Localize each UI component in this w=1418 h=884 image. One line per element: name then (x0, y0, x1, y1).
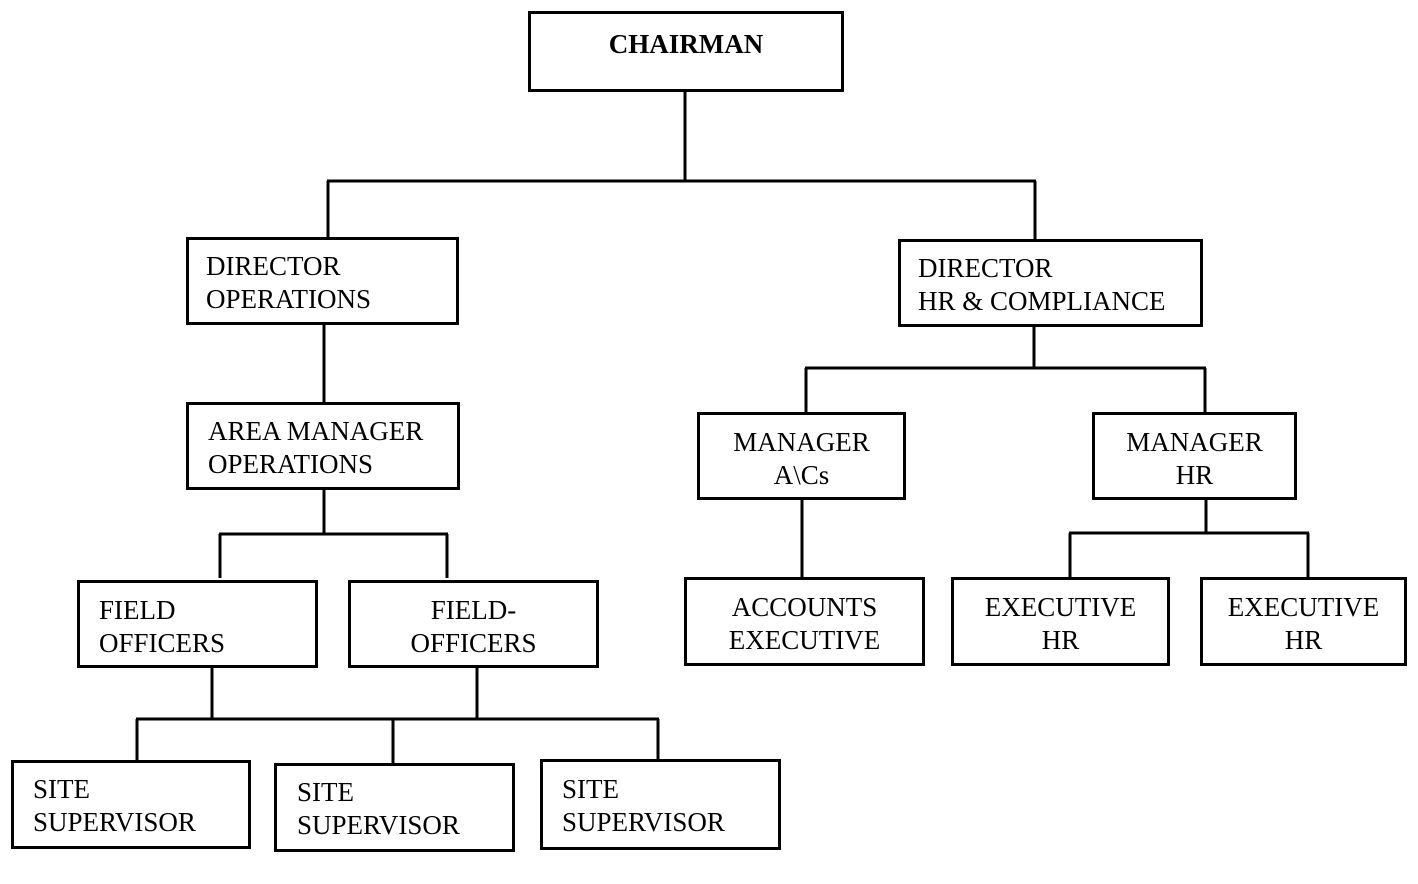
field-officers-box-1: FIELD OFFICERS (77, 580, 318, 668)
site-supervisor-2-line2: SUPERVISOR (297, 810, 460, 840)
director-operations-line2: OPERATIONS (206, 284, 372, 314)
manager-hr-line1: MANAGER (1126, 427, 1263, 457)
chairman-title: CHAIRMAN (608, 29, 764, 59)
director-hr-line1: DIRECTOR (918, 253, 1053, 283)
field-officers-2-line2: OFFICERS (410, 628, 537, 658)
director-hr-compliance-box: DIRECTOR HR & COMPLIANCE (898, 239, 1203, 327)
site-supervisor-box-1: SITE SUPERVISOR (11, 760, 251, 849)
field-officers-1-line2: OFFICERS (99, 628, 226, 658)
manager-hr-line2: HR (1175, 460, 1214, 490)
site-supervisor-2-line1: SITE (297, 777, 354, 807)
manager-acs-line1: MANAGER (733, 427, 870, 457)
field-officers-box-2: FIELD- OFFICERS (348, 580, 599, 668)
executive-hr-2-line2: HR (1284, 625, 1323, 655)
director-operations-line1: DIRECTOR (206, 251, 341, 281)
manager-hr-box: MANAGER HR (1092, 412, 1297, 500)
executive-hr-1-line2: HR (1041, 625, 1080, 655)
accounts-executive-line2: EXECUTIVE (728, 625, 881, 655)
executive-hr-box-2: EXECUTIVE HR (1200, 577, 1407, 666)
director-operations-box: DIRECTOR OPERATIONS (186, 237, 459, 325)
site-supervisor-1-line1: SITE (33, 774, 90, 804)
site-supervisor-1-line2: SUPERVISOR (33, 807, 196, 837)
site-supervisor-3-line2: SUPERVISOR (562, 807, 725, 837)
executive-hr-box-1: EXECUTIVE HR (951, 577, 1170, 666)
field-officers-1-line1: FIELD (99, 595, 176, 625)
manager-acs-line2: A\Cs (773, 460, 830, 490)
area-manager-line1: AREA MANAGER (208, 416, 424, 446)
site-supervisor-box-3: SITE SUPERVISOR (540, 759, 781, 850)
accounts-executive-box: ACCOUNTS EXECUTIVE (684, 577, 925, 666)
executive-hr-1-line1: EXECUTIVE (984, 592, 1137, 622)
site-supervisor-3-line1: SITE (562, 774, 619, 804)
executive-hr-2-line1: EXECUTIVE (1227, 592, 1380, 622)
field-officers-2-line1: FIELD- (430, 595, 517, 625)
chairman-box: CHAIRMAN (528, 11, 844, 92)
manager-acs-box: MANAGER A\Cs (697, 412, 906, 500)
site-supervisor-box-2: SITE SUPERVISOR (274, 763, 515, 852)
area-manager-operations-box: AREA MANAGER OPERATIONS (186, 402, 460, 490)
director-hr-line2: HR & COMPLIANCE (918, 286, 1166, 316)
area-manager-line2: OPERATIONS (208, 449, 374, 479)
accounts-executive-line1: ACCOUNTS (731, 592, 878, 622)
